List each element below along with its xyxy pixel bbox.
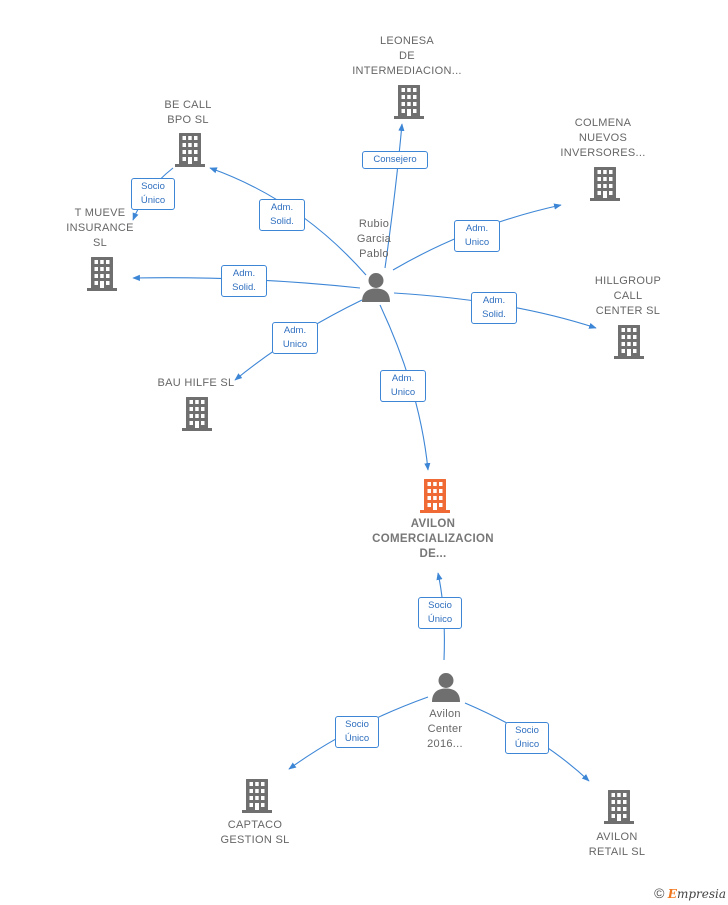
edge-label-line: Adm. xyxy=(283,325,307,336)
edge-label-adm-unico: Adm. Unico xyxy=(272,322,318,354)
node-label-line: INSURANCE xyxy=(66,222,134,234)
node-be-call[interactable]: BE CALL BPO SL xyxy=(138,98,238,128)
node-colmena[interactable]: COLMENA NUEVOS INVERSORES... xyxy=(548,116,658,161)
node-label-line: NUEVOS xyxy=(578,132,628,144)
node-avilon-center[interactable]: Avilon Center 2016... xyxy=(410,707,480,752)
node-label-line: Pablo xyxy=(359,248,389,260)
edge-label-line: Único xyxy=(140,195,166,206)
building-icon[interactable] xyxy=(420,479,450,513)
node-label-line: GESTION SL xyxy=(220,834,290,846)
node-label-line: Avilon xyxy=(429,708,461,720)
node-label-line: AVILON xyxy=(410,518,456,530)
edge-label-line: Unico xyxy=(282,339,308,350)
node-label-line: Center xyxy=(427,723,463,735)
edge-label-consejero: Consejero xyxy=(362,151,428,169)
node-label-line: T MUEVE xyxy=(74,207,126,219)
building-icon[interactable] xyxy=(87,257,117,291)
node-leonesa[interactable]: LEONESA DE INTERMEDIACION... xyxy=(340,34,474,79)
person-icon[interactable] xyxy=(432,673,460,702)
edge-label-adm-unico: Adm. Unico xyxy=(454,220,500,252)
edge-label-line: Único xyxy=(344,733,370,744)
building-icon[interactable] xyxy=(614,325,644,359)
edge-label-line: Socio xyxy=(345,719,369,730)
building-icon[interactable] xyxy=(175,133,205,167)
node-label-line: DE xyxy=(399,50,415,62)
edge-label-line: Solid. xyxy=(232,282,256,293)
copyright-icon: © xyxy=(654,885,665,901)
node-avilon-comercializacion[interactable]: AVILON COMERCIALIZACION DE... xyxy=(360,517,506,562)
edge-label-line: Consejero xyxy=(373,154,417,165)
edge-label-line: Adm. xyxy=(270,202,294,213)
node-label-line: SL xyxy=(92,237,108,249)
edge-label-adm-solid: Adm. Solid. xyxy=(259,199,305,231)
edge-label-socio-unico: Socio Único xyxy=(131,178,175,210)
person-icon[interactable] xyxy=(362,273,390,302)
brand-logo-text: mpresia xyxy=(676,887,726,901)
building-icon[interactable] xyxy=(182,397,212,431)
edge-label-line: Adm. xyxy=(482,295,506,306)
node-label-line: Rubio xyxy=(358,218,390,230)
edge-label-socio-unico: Socio Único xyxy=(418,597,462,629)
edge-label-line: Único xyxy=(514,739,540,750)
brand-logo-initial: E xyxy=(667,887,677,901)
edge-label-line: Solid. xyxy=(270,216,294,227)
edge-label-socio-unico: Socio Único xyxy=(335,716,379,748)
node-label-line: HILLGROUP xyxy=(594,275,662,287)
node-label-line: CALL xyxy=(613,290,643,302)
edge-label-line: Socio xyxy=(428,600,452,611)
edge-label-socio-unico: Socio Único xyxy=(505,722,549,754)
edge-label-line: Unico xyxy=(390,387,416,398)
node-label-line: BPO SL xyxy=(167,114,209,126)
node-label-line: AVILON xyxy=(596,831,638,843)
edge-label-line: Solid. xyxy=(482,309,506,320)
building-icon[interactable] xyxy=(604,790,634,824)
edge-label-line: Adm. xyxy=(391,373,415,384)
node-label-line: RETAIL SL xyxy=(588,846,646,858)
node-label-line: DE... xyxy=(419,548,447,560)
node-label-line: 2016... xyxy=(427,738,463,750)
edge-label-line: Unico xyxy=(464,237,490,248)
node-label-line: COLMENA xyxy=(574,117,632,129)
node-captaco[interactable]: CAPTACO GESTION SL xyxy=(205,818,305,848)
node-bau-hilfe[interactable]: BAU HILFE SL xyxy=(142,376,250,391)
edge-label-line: Adm. xyxy=(465,223,489,234)
node-label-line: BAU HILFE SL xyxy=(157,377,235,389)
node-label-line: BE CALL xyxy=(164,99,212,111)
edge-rubio-leonesa xyxy=(384,123,405,269)
node-label-line: COMERCIALIZACION xyxy=(372,533,494,545)
node-label-line: LEONESA xyxy=(379,35,435,47)
node-label-line: Garcia xyxy=(356,233,392,245)
building-icon[interactable] xyxy=(590,167,620,201)
node-hillgroup[interactable]: HILLGROUP CALL CENTER SL xyxy=(578,274,678,319)
edge-label-line: Adm. xyxy=(232,268,256,279)
node-t-mueve[interactable]: T MUEVE INSURANCE SL xyxy=(54,206,146,251)
node-rubio-garcia-pablo[interactable]: Rubio Garcia Pablo xyxy=(338,217,410,262)
edge-label-adm-solid: Adm. Solid. xyxy=(471,292,517,324)
brand-footer[interactable]: © Empresia xyxy=(654,885,726,901)
node-label-line: CENTER SL xyxy=(595,305,661,317)
node-label-line: INVERSORES... xyxy=(560,147,646,159)
building-icon[interactable] xyxy=(394,85,424,119)
edge-label-line: Socio xyxy=(141,181,165,192)
building-icon[interactable] xyxy=(242,779,272,813)
edge-label-adm-solid: Adm. Solid. xyxy=(221,265,267,297)
edge-label-line: Socio xyxy=(515,725,539,736)
edge-label-adm-unico: Adm. Unico xyxy=(380,370,426,402)
node-label-line: CAPTACO xyxy=(227,819,283,831)
node-label-line: INTERMEDIACION... xyxy=(352,65,462,77)
node-avilon-retail[interactable]: AVILON RETAIL SL xyxy=(570,830,664,860)
edge-label-line: Único xyxy=(427,614,453,625)
